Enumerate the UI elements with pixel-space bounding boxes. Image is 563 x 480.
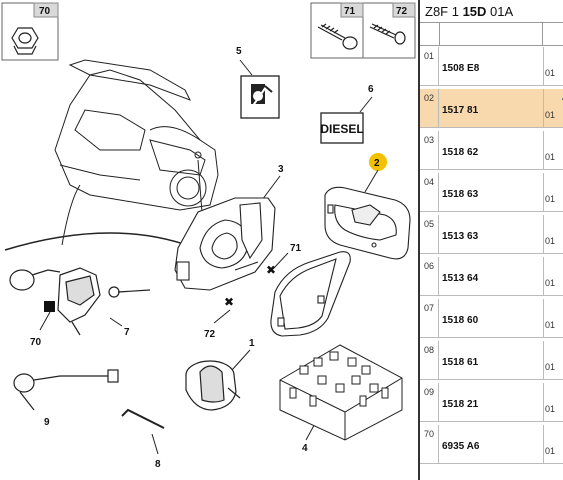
row-index: 04 [420, 173, 439, 211]
row-index: 03 [420, 131, 439, 169]
callout-3: 3 [278, 164, 284, 175]
nut-70-marker [44, 301, 55, 312]
part-quantity: 01 [545, 236, 556, 246]
part-quantity: 01 [545, 278, 556, 288]
qty-divider [543, 89, 545, 127]
parts-list-header: Z8F 1 15D 01A [420, 0, 563, 23]
part-reference: 1518 61 [442, 357, 479, 368]
qty-divider [543, 299, 545, 337]
part-reference: 6935 A6 [442, 441, 480, 452]
fuel-cap-part-1[interactable] [185, 360, 241, 411]
screw-71-marker-icon: ✖ [266, 263, 276, 277]
car-rear-illustration [54, 59, 219, 211]
screw-71-icon [317, 23, 358, 50]
parts-kit-part-4[interactable] [279, 344, 403, 441]
header-bold: 15D [462, 4, 487, 19]
callout-2: 2 [374, 158, 380, 169]
header-prefix: Z8F 1 [425, 4, 463, 19]
callout-70-box: 70 [39, 6, 51, 17]
row-index: 06 [420, 257, 439, 295]
part-quantity: 01 [545, 362, 556, 372]
callout-72: 72 [204, 329, 216, 340]
callout-6: 6 [368, 84, 374, 95]
diesel-label-box[interactable] [320, 112, 364, 144]
callout-71: 71 [290, 243, 302, 254]
qty-divider [543, 173, 545, 211]
callout-4: 4 [302, 443, 308, 454]
part-reference: 1508 E8 [442, 63, 480, 74]
part-quantity: 01 [545, 446, 556, 456]
cable-ring-part-7[interactable] [9, 267, 151, 336]
part-quantity: 01 [545, 110, 556, 120]
gasket-plate[interactable] [270, 251, 351, 337]
cable-part-9[interactable] [13, 369, 119, 411]
row-index: 08 [420, 341, 439, 379]
qty-divider [543, 383, 545, 421]
part-reference: 1518 21 [442, 399, 479, 410]
part-quantity: 01 [545, 404, 556, 414]
part-quantity: 01 [545, 320, 556, 330]
callout-71-box: 71 [344, 6, 356, 17]
part-quantity: 01 [545, 194, 556, 204]
header-suffix: 01A [486, 4, 514, 19]
callout-2-highlight[interactable] [369, 153, 387, 171]
screw-72-marker-icon: ✖ [224, 295, 234, 309]
filler-housing-part-3[interactable] [174, 197, 276, 291]
part-reference: 1513 63 [442, 231, 479, 242]
callout-7: 7 [124, 327, 130, 338]
row-index: 01 [420, 47, 439, 85]
diagram-canvas: 70 71 72 [1, 2, 416, 470]
part-reference: 1517 81 [442, 105, 479, 116]
callout-5: 5 [236, 46, 242, 57]
callout-1: 1 [249, 338, 255, 349]
qty-divider [543, 341, 545, 379]
part-quantity: 01 [545, 152, 556, 162]
fuel-pump-label-icon [240, 75, 280, 119]
callout-9: 9 [44, 417, 50, 428]
callout-8: 8 [155, 459, 161, 470]
row-index: 02 [420, 89, 439, 127]
nut-70-tab [33, 2, 59, 18]
row-index: 09 [420, 383, 439, 421]
screw-72-icon [369, 23, 406, 45]
qty-divider [543, 215, 545, 253]
hex-key-part-8[interactable] [121, 408, 165, 429]
row-index: 07 [420, 299, 439, 337]
part-quantity: 01 [545, 68, 556, 78]
qty-divider [543, 425, 545, 463]
nut-icon [11, 27, 39, 55]
part-reference: 1518 62 [442, 147, 479, 158]
part-reference: 1518 60 [442, 315, 479, 326]
callout-70: 70 [30, 337, 42, 348]
part-reference: 1518 63 [442, 189, 479, 200]
diesel-label-text: DIESEL [320, 122, 363, 136]
row-index: 05 [420, 215, 439, 253]
part-reference: 1513 64 [442, 273, 479, 284]
qty-divider [543, 131, 545, 169]
callout-72-box: 72 [396, 6, 408, 17]
exploded-parts-diagram: 70 71 72 [1, 2, 416, 470]
qty-divider [543, 257, 545, 295]
qty-divider [543, 47, 545, 85]
fuel-flap-part-2[interactable] [324, 186, 411, 260]
row-index: 70 [420, 425, 439, 463]
